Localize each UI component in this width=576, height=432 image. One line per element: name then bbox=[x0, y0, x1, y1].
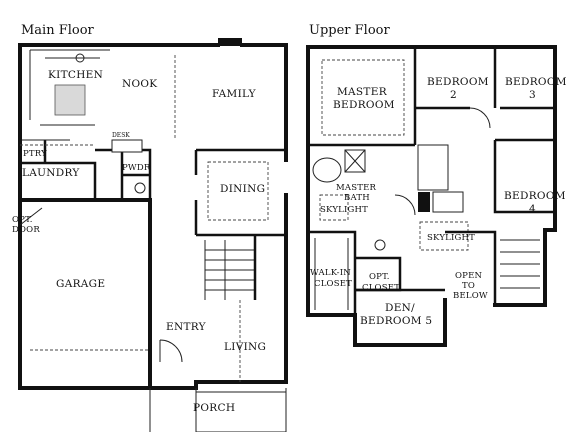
room-label-bedroom4-2: 4 bbox=[529, 203, 536, 215]
main-floor-heading: Main Floor bbox=[21, 23, 95, 38]
room-label-master-bath-2: BATH bbox=[344, 193, 370, 203]
room-label-pwdr: PWDR bbox=[122, 163, 151, 173]
room-label-opt-closet-1: OPT. bbox=[369, 272, 390, 282]
room-label-master-bath-1: MASTER bbox=[336, 183, 377, 193]
room-label-nook: NOOK bbox=[122, 78, 157, 90]
room-label-laundry: LAUNDRY bbox=[22, 167, 80, 179]
room-label-master-2: BEDROOM bbox=[333, 99, 395, 111]
room-label-skylight-1: SKYLIGHT bbox=[320, 205, 368, 215]
room-label-opt-closet-2: CLOSET bbox=[362, 283, 400, 293]
room-label-opt-door-2: DOOR bbox=[12, 225, 40, 235]
room-label-open-2: TO bbox=[462, 281, 475, 291]
room-label-walkin-2: CLOSET bbox=[314, 279, 352, 289]
room-label-living: LIVING bbox=[224, 341, 266, 353]
main-floor-plan bbox=[18, 38, 288, 432]
room-label-dining: DINING bbox=[220, 183, 265, 195]
room-label-skylight-2: SKYLIGHT bbox=[427, 233, 475, 243]
room-label-bedroom3-1: BEDROOM bbox=[505, 76, 567, 88]
room-label-bedroom4-1: BEDROOM bbox=[504, 190, 566, 202]
room-label-bedroom2-2: 2 bbox=[450, 89, 457, 101]
room-label-desk: DESK bbox=[112, 132, 130, 139]
room-label-entry: ENTRY bbox=[166, 321, 207, 333]
upper-floor-plan bbox=[306, 45, 557, 347]
room-label-ptry: PTRY bbox=[23, 149, 47, 159]
upper-floor-heading: Upper Floor bbox=[309, 23, 390, 38]
room-label-kitchen: KITCHEN bbox=[48, 69, 103, 81]
room-label-opt-door-1: OPT. bbox=[12, 215, 33, 225]
room-label-bedroom3-2: 3 bbox=[529, 89, 536, 101]
room-label-open-1: OPEN bbox=[455, 271, 482, 281]
room-label-den-1: DEN/ bbox=[385, 302, 415, 314]
room-label-family: FAMILY bbox=[212, 88, 257, 100]
room-label-garage: GARAGE bbox=[56, 278, 105, 290]
room-label-den-2: BEDROOM 5 bbox=[360, 315, 432, 327]
room-label-walkin-1: WALK-IN bbox=[310, 268, 351, 278]
room-label-bedroom2-1: BEDROOM bbox=[427, 76, 489, 88]
room-label-open-3: BELOW bbox=[453, 291, 488, 301]
room-label-porch: PORCH bbox=[193, 402, 235, 414]
room-label-master-1: MASTER bbox=[337, 86, 388, 98]
